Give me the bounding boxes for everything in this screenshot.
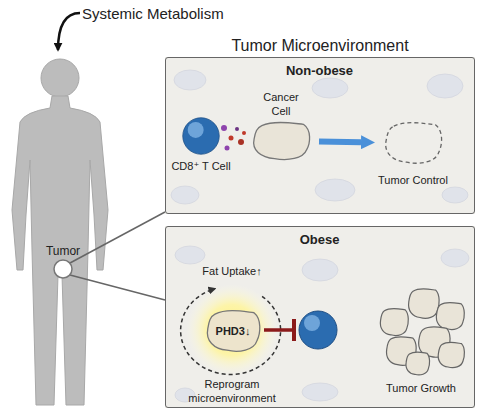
- cancer-cell-body: [409, 289, 440, 319]
- cell-label: CD8⁺ T Cell: [164, 159, 238, 173]
- granule: [235, 127, 239, 131]
- cleared-tumor-outline: Tumor Control: [381, 119, 445, 167]
- granules: [221, 125, 246, 151]
- systemic-arrow: [58, 13, 80, 50]
- inhibition-bar: [292, 319, 296, 341]
- inhibition-line: [264, 328, 294, 332]
- cancer-cell-body: [406, 352, 430, 375]
- t-cell-highlight: [304, 315, 320, 331]
- panel-fill: [165, 226, 475, 408]
- cancer-cell-body: [436, 302, 464, 329]
- granule: [221, 125, 227, 131]
- panel-heading: Non-obese: [166, 63, 473, 79]
- tumor-spot: [54, 260, 72, 278]
- dashed-outline: [386, 123, 442, 164]
- background-cell: [174, 70, 206, 90]
- condition-panel: Non-obeseCD8⁺ T CellCancer CellTumor Con…: [165, 57, 475, 214]
- tcell-shape: [182, 117, 220, 155]
- t-cell-body: [183, 118, 219, 154]
- cancer-cell-body: [380, 308, 408, 335]
- outcome-label: Tumor Growth: [366, 381, 476, 395]
- granule: [238, 139, 244, 145]
- panel-heading: Obese: [166, 232, 473, 248]
- dashed-shape: [381, 119, 445, 167]
- background-cell: [427, 74, 463, 98]
- cancer-cell: Cancer Cell: [249, 119, 313, 163]
- phd3-cancer-cell: PHD3↓: [203, 307, 263, 355]
- zoom-line: [70, 212, 165, 263]
- granule: [242, 131, 246, 135]
- t-cell: [299, 311, 337, 349]
- background-cell: [302, 259, 338, 281]
- process-label: Reprogram microenvironment: [177, 377, 287, 405]
- background-cell: [315, 179, 355, 201]
- background-cell: [171, 186, 199, 204]
- background-cell: [312, 78, 348, 98]
- section-heading: Tumor Microenvironment: [165, 36, 475, 55]
- panel-fill: [165, 57, 475, 214]
- cluster-shape: [376, 286, 466, 376]
- gene-label: PHD3↓: [203, 324, 263, 338]
- background-cell: [175, 246, 205, 264]
- granule: [229, 136, 234, 141]
- cancer-cell-body: [254, 122, 310, 159]
- cell-label: Cancer Cell: [258, 90, 304, 118]
- cancer-shape: [249, 119, 313, 163]
- granule: [225, 146, 230, 151]
- systemic-label: Systemic Metabolism: [82, 5, 272, 23]
- tumor-label: Tumor: [33, 244, 93, 259]
- process-label: Fat Uptake↑: [190, 264, 274, 278]
- background-cell: [442, 187, 468, 203]
- flow-arrow: [319, 139, 361, 146]
- cancer-cell-body: [438, 342, 464, 367]
- background-cell: [441, 249, 469, 267]
- t-cell: CD8⁺ T Cell: [182, 117, 220, 155]
- zoom-line: [70, 275, 165, 300]
- body-head: [41, 59, 79, 97]
- background-cell: [302, 383, 338, 401]
- tumor-cluster: Tumor Growth: [376, 286, 466, 376]
- t-cell-highlight: [188, 122, 204, 138]
- outcome-label: Tumor Control: [363, 173, 463, 187]
